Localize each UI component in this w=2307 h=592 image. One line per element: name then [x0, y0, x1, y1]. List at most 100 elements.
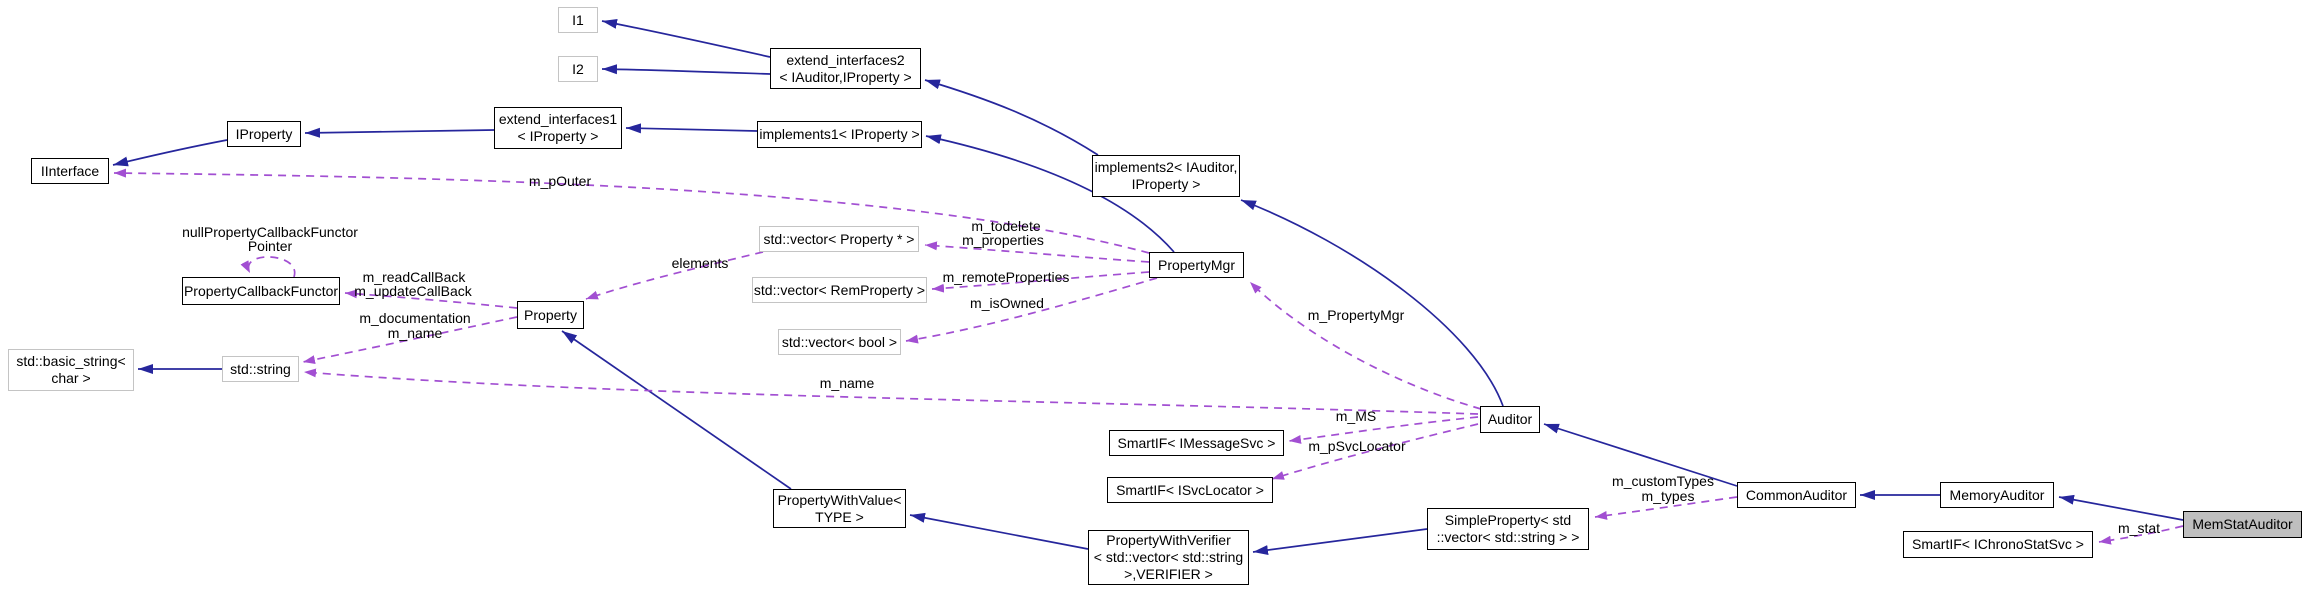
- node-extend-interfaces1-label: < IProperty >: [517, 128, 599, 144]
- node-propertywithvalue-label: PropertyWithValue<: [777, 491, 902, 508]
- edge-simpleproperty-to-propertywithverifier: [1252, 528, 1428, 555]
- edge-label-pointer: Pointer: [247, 238, 293, 254]
- edge-commonauditor-to-auditor: [1543, 423, 1738, 487]
- node-i1: I1: [558, 7, 598, 33]
- edge-propertymgr-to-vector-remproperty: [931, 271, 1150, 293]
- node-i1-label: I1: [572, 11, 584, 28]
- node-propertymgr[interactable]: PropertyMgr: [1149, 252, 1244, 278]
- edge-label-m-readcallback: m_readCallBack: [362, 269, 466, 285]
- edge-label-m-pouter: m_pOuter: [528, 173, 592, 189]
- node-vector-bool: std::vector< bool >: [778, 329, 901, 355]
- node-propertywithvalue[interactable]: PropertyWithValue<TYPE >: [773, 489, 906, 528]
- node-iinterface[interactable]: IInterface: [31, 158, 109, 184]
- node-propertycallbackfunctor-label: PropertyCallbackFunctor: [183, 282, 339, 299]
- node-i2-label: I2: [572, 60, 584, 77]
- edge-label-m-properties: m_properties: [962, 232, 1044, 248]
- node-vector-property: std::vector< Property * >: [759, 226, 919, 252]
- node-memstatauditor-label: MemStatAuditor: [2192, 516, 2293, 532]
- edge-commonauditor-to-simpleproperty: [1594, 496, 1738, 520]
- edge-property-to-propertycallbackfunctor: [344, 289, 518, 309]
- node-propertycallbackfunctor[interactable]: PropertyCallbackFunctor: [182, 277, 340, 305]
- node-propertywithverifier-label: PropertyWithVerifier: [1106, 532, 1231, 548]
- node-smartif-ichronostatsvc-label: SmartIF< IChronoStatSvc >: [1912, 536, 2084, 552]
- node-auditor[interactable]: Auditor: [1480, 406, 1540, 433]
- edge-label-m-updatecallback: m_updateCallBack: [354, 283, 472, 299]
- node-commonauditor[interactable]: CommonAuditor: [1737, 482, 1856, 508]
- edge-label-m-customtypes: m_customTypes: [1612, 473, 1714, 489]
- edge-auditor-to-smartif-isvclocator: [1271, 423, 1479, 480]
- node-implements2-label: IProperty >: [1131, 176, 1201, 192]
- edge-implements1-to-extend-interfaces1: [625, 123, 758, 134]
- node-std-string: std::string: [222, 356, 299, 382]
- node-memoryauditor[interactable]: MemoryAuditor: [1940, 482, 2054, 508]
- node-smartif-imessagesvc[interactable]: SmartIF< IMessageSvc >: [1109, 430, 1284, 456]
- node-smartif-isvclocator[interactable]: SmartIF< ISvcLocator >: [1107, 477, 1273, 503]
- node-propertymgr-label: PropertyMgr: [1157, 256, 1236, 273]
- edge-auditor-to-smartif-imessagesvc: [1288, 416, 1479, 444]
- edge-label-m-name: m_name: [819, 375, 875, 391]
- edge-label-m-psvclocator: m_pSvcLocator: [1308, 438, 1406, 454]
- node-implements2[interactable]: implements2< IAuditor,IProperty >: [1092, 155, 1240, 197]
- node-property[interactable]: Property: [517, 301, 584, 329]
- node-smartif-imessagesvc-label: SmartIF< IMessageSvc >: [1117, 434, 1276, 451]
- edge-label-m-isowned: m_isOwned: [970, 295, 1044, 311]
- node-smartif-ichronostatsvc[interactable]: SmartIF< IChronoStatSvc >: [1903, 531, 2093, 558]
- node-vector-property-label: std::vector< Property * >: [763, 230, 915, 247]
- edge-implements2-to-extend-interfaces2: [924, 79, 1099, 156]
- edge-memstatauditor-to-memoryauditor: [2058, 494, 2184, 521]
- edge-label-elements: elements: [671, 255, 729, 271]
- node-propertywithverifier-label: < std::vector< std::string: [1093, 549, 1244, 565]
- node-iinterface-label: IInterface: [40, 162, 100, 179]
- edge-auditor-to-std-string-m-name: [303, 368, 1479, 415]
- edge-label-m-name: m_name: [387, 325, 443, 341]
- edge-label-m-remoteproperties: m_remoteProperties: [942, 269, 1070, 285]
- node-simpleproperty[interactable]: SimpleProperty< std::vector< std::string…: [1427, 508, 1589, 550]
- node-memstatauditor: MemStatAuditor: [2183, 511, 2302, 538]
- edge-auditor-to-propertymgr: [1249, 281, 1482, 410]
- node-implements2-label: implements2< IAuditor,: [1094, 159, 1238, 175]
- edge-propertymgr-to-vector-bool: [905, 277, 1158, 344]
- edge-propertymgr-to-vector-property: [924, 241, 1150, 263]
- node-std-string-label: std::string: [230, 360, 291, 377]
- node-i2: I2: [558, 56, 598, 82]
- node-implements1[interactable]: implements1< IProperty >: [757, 121, 922, 148]
- edge-label-m-documentation: m_documentation: [359, 310, 471, 326]
- node-iproperty[interactable]: IProperty: [227, 121, 301, 147]
- node-commonauditor-label: CommonAuditor: [1745, 486, 1848, 503]
- node-std-basic-string-label: char >: [51, 370, 91, 386]
- edge-propertycallbackfunctor-self-loop: [240, 256, 296, 278]
- edge-label-m-propertymgr: m_PropertyMgr: [1307, 307, 1405, 323]
- node-extend-interfaces2-label: extend_interfaces2: [786, 51, 905, 68]
- node-simpleproperty-label: SimpleProperty< std: [1444, 512, 1572, 528]
- node-vector-bool-label: std::vector< bool >: [781, 333, 898, 350]
- node-std-basic-string-label: std::basic_string<: [16, 353, 126, 369]
- edge-propertymgr-to-implements1: [925, 134, 1175, 253]
- edge-extend-interfaces2-to-i1: [601, 18, 771, 58]
- edge-iproperty-to-iinterface: [112, 139, 228, 167]
- edge-label-m-stat: m_stat: [2117, 520, 2161, 536]
- node-extend-interfaces1-label: extend_interfaces1: [498, 111, 618, 127]
- edge-memstatauditor-to-smartif-ichronostatsvc: [2098, 525, 2184, 545]
- edge-label-nullpropertycallbackfunctor: nullPropertyCallbackFunctor: [182, 224, 358, 240]
- edge-label-m-ms: m_MS: [1335, 408, 1377, 424]
- edge-propertymgr-to-iinterface-m-pouter: [113, 168, 1150, 254]
- edge-auditor-to-implements2: [1240, 199, 1504, 407]
- node-extend-interfaces2[interactable]: extend_interfaces2< IAuditor,IProperty >: [770, 48, 921, 89]
- node-propertywithverifier-label: >,VERIFIER >: [1124, 566, 1213, 582]
- node-iproperty-label: IProperty: [235, 125, 293, 142]
- node-auditor-label: Auditor: [1487, 411, 1533, 427]
- edge-extend-interfaces1-to-iproperty: [304, 127, 495, 138]
- node-extend-interfaces1[interactable]: extend_interfaces1< IProperty >: [494, 107, 622, 149]
- node-memoryauditor-label: MemoryAuditor: [1949, 486, 2045, 503]
- node-extend-interfaces2-label: < IAuditor,IProperty >: [779, 68, 912, 85]
- node-implements1-label: implements1< IProperty >: [759, 126, 920, 142]
- node-smartif-isvclocator-label: SmartIF< ISvcLocator >: [1116, 481, 1264, 498]
- edge-label-m-todelete: m_todelete: [971, 218, 1041, 234]
- edge-propertywithvalue-to-property: [561, 330, 792, 490]
- node-vector-remproperty: std::vector< RemProperty >: [752, 277, 927, 303]
- node-propertywithvalue-label: TYPE >: [815, 508, 864, 525]
- edge-extend-interfaces2-to-i2: [601, 64, 771, 75]
- node-propertywithverifier[interactable]: PropertyWithVerifier< std::vector< std::…: [1088, 530, 1249, 585]
